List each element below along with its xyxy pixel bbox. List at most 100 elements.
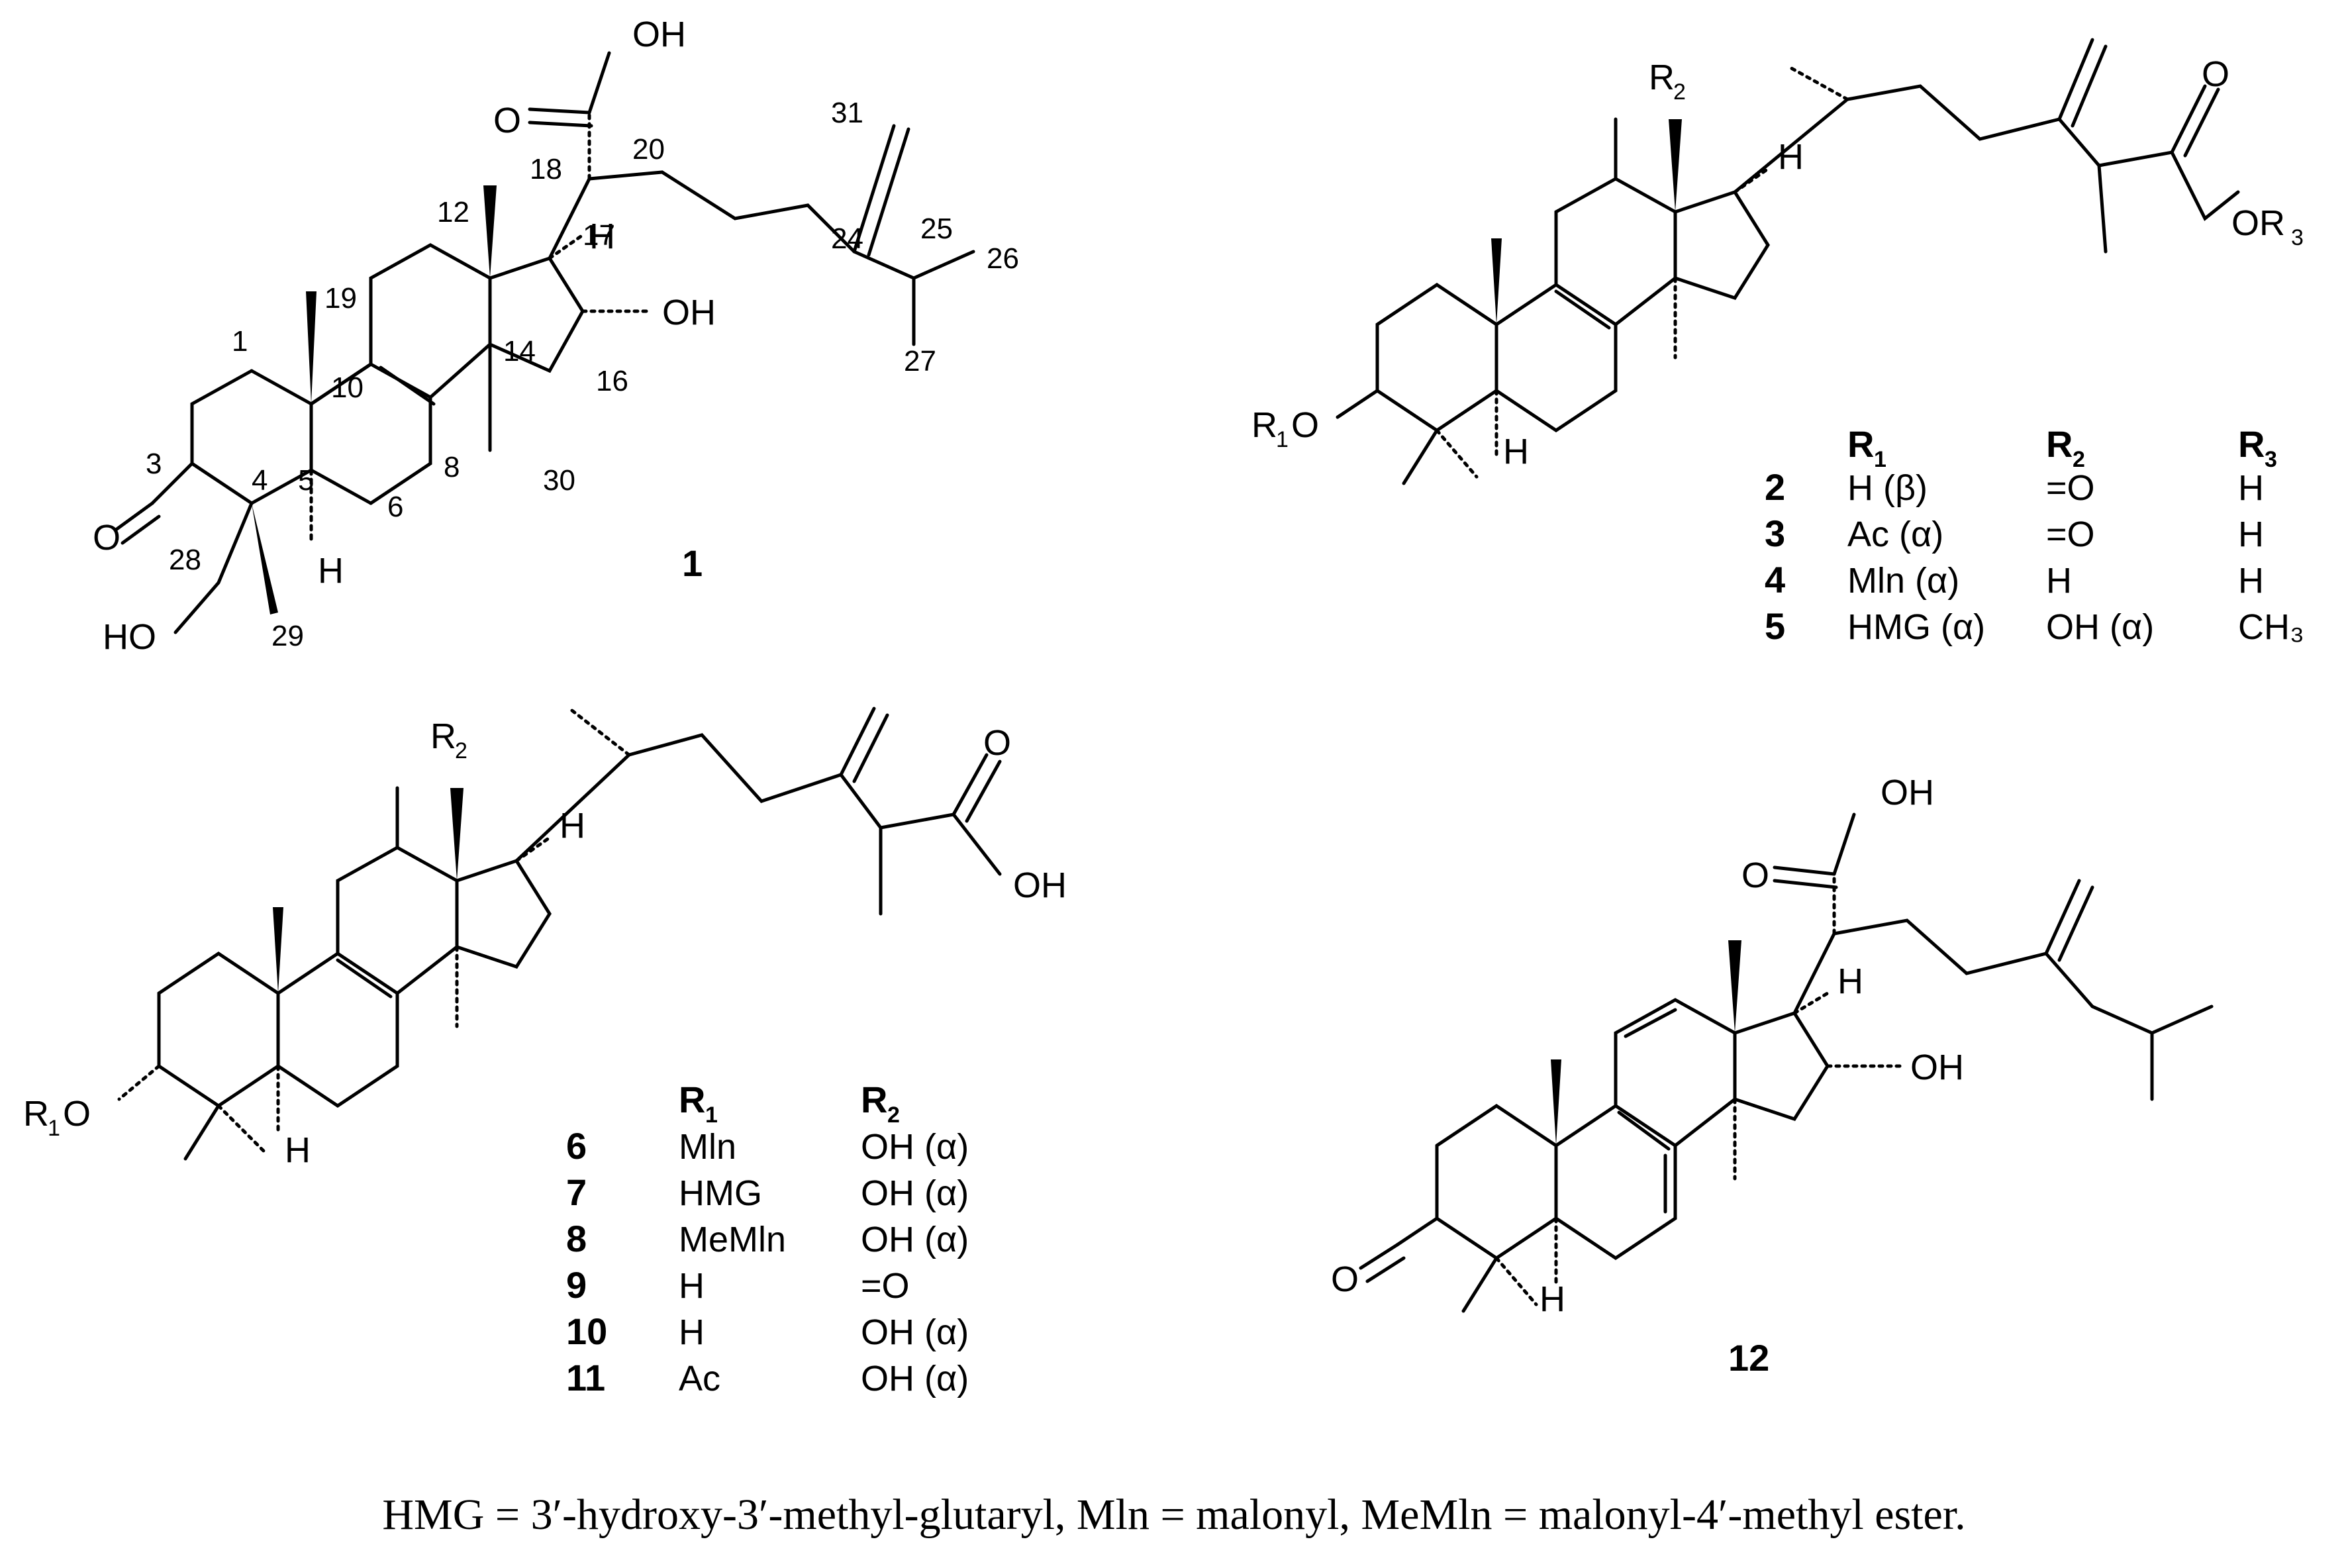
svg-text:30: 30 — [543, 464, 575, 497]
c1-ho-28: HO — [103, 617, 156, 657]
svg-text:3: 3 — [1765, 513, 1785, 554]
svg-text:11: 11 — [566, 1357, 605, 1398]
svg-text:OH (α): OH (α) — [861, 1220, 969, 1259]
svg-text:Mln: Mln — [679, 1127, 736, 1167]
c12-carbonyl-o: O — [1741, 856, 1769, 895]
compound-1-structure — [114, 51, 975, 634]
c2-h-17: H — [1778, 137, 1804, 177]
svg-text:=O: =O — [861, 1266, 910, 1306]
c2-r2: R — [1649, 58, 1675, 97]
svg-text:17: 17 — [583, 219, 615, 252]
c6-h-17: H — [560, 806, 585, 846]
svg-text:6: 6 — [387, 491, 403, 523]
svg-text:5: 5 — [298, 464, 314, 497]
svg-text:7: 7 — [566, 1171, 587, 1213]
svg-text:31: 31 — [831, 97, 863, 129]
svg-text:OH (α): OH (α) — [861, 1312, 969, 1352]
svg-text:2: 2 — [455, 738, 467, 763]
svg-text:H: H — [2238, 561, 2264, 601]
svg-text:MeMln: MeMln — [679, 1220, 786, 1259]
svg-text:2: 2 — [887, 1102, 900, 1128]
svg-text:O: O — [63, 1094, 91, 1134]
svg-text:4: 4 — [1765, 559, 1785, 601]
svg-text:=O: =O — [2046, 468, 2095, 508]
svg-text:OH (α): OH (α) — [861, 1127, 969, 1167]
svg-text:8: 8 — [444, 451, 460, 483]
svg-text:5: 5 — [1765, 605, 1785, 647]
svg-text:Ac: Ac — [679, 1359, 720, 1398]
svg-text:CH₃: CH₃ — [2238, 607, 2304, 647]
c12-h-5: H — [1540, 1279, 1565, 1319]
svg-text:12: 12 — [437, 196, 469, 228]
c12-oh-top: OH — [1881, 773, 1934, 812]
svg-text:1: 1 — [1276, 427, 1289, 452]
c1-oh-16: OH — [662, 293, 716, 332]
svg-text:1: 1 — [232, 325, 248, 358]
c1-h-17: H — [589, 217, 615, 256]
svg-text:O: O — [1291, 405, 1319, 445]
svg-text:1: 1 — [1874, 447, 1886, 472]
svg-text:H: H — [2238, 468, 2264, 508]
svg-text:24: 24 — [831, 222, 863, 255]
svg-text:H: H — [679, 1266, 705, 1306]
svg-text:6: 6 — [566, 1125, 587, 1167]
svg-text:R: R — [679, 1079, 705, 1120]
svg-text:H (β): H (β) — [1847, 468, 1928, 508]
svg-text:10: 10 — [566, 1310, 607, 1352]
compound-6-11-structure — [117, 707, 1002, 1161]
svg-text:25: 25 — [920, 213, 953, 245]
svg-text:H: H — [679, 1312, 705, 1352]
svg-text:18: 18 — [530, 153, 562, 185]
c6-carbonyl-o: O — [983, 723, 1011, 763]
c6-r1o: R — [23, 1094, 49, 1134]
svg-text:20: 20 — [632, 133, 665, 166]
svg-text:1: 1 — [48, 1116, 60, 1141]
c2-carbonyl-o: O — [2202, 54, 2229, 94]
svg-text:Mln (α): Mln (α) — [1847, 561, 1959, 601]
svg-text:4: 4 — [252, 464, 268, 497]
svg-text:OH (α): OH (α) — [861, 1173, 969, 1213]
svg-text:3: 3 — [2291, 225, 2304, 250]
svg-text:H: H — [2238, 514, 2264, 554]
c6-h-5: H — [285, 1130, 311, 1170]
c12-o-3: O — [1331, 1259, 1359, 1299]
svg-text:R: R — [861, 1079, 887, 1120]
svg-text:8: 8 — [566, 1218, 587, 1259]
c12-oh-16: OH — [1910, 1048, 1964, 1087]
compound-2-5-table: R 1 R 2 R 3 2 H (β) =O H 3 Ac (α) =O H 4… — [1765, 423, 2304, 647]
svg-text:H: H — [2046, 561, 2072, 601]
compound-12-structure — [1359, 812, 2214, 1313]
svg-text:16: 16 — [596, 365, 628, 397]
compound-1-label: 1 — [682, 542, 703, 584]
c1-oh-top: OH — [632, 15, 686, 54]
svg-text:1: 1 — [705, 1102, 718, 1128]
svg-text:2: 2 — [1673, 79, 1686, 105]
c6-r2: R — [430, 716, 456, 756]
abbreviation-caption: HMG = 3′-hydroxy-3′-methyl-glutaryl, Mln… — [382, 1491, 1966, 1539]
c1-h-5: H — [318, 551, 344, 591]
svg-text:9: 9 — [566, 1264, 587, 1306]
svg-text:19: 19 — [324, 282, 357, 315]
svg-text:26: 26 — [987, 242, 1019, 275]
compound-6-11-table: R 1 R 2 6 Mln OH (α) 7 HMG OH (α) 8 MeMl… — [566, 1079, 969, 1398]
svg-text:HMG: HMG — [679, 1173, 762, 1213]
c2-h-5: H — [1503, 432, 1529, 471]
svg-text:14: 14 — [503, 335, 536, 368]
svg-text:10: 10 — [331, 371, 364, 404]
svg-text:R: R — [1847, 423, 1874, 465]
svg-text:3: 3 — [2265, 447, 2277, 472]
c6-oh-acid: OH — [1013, 865, 1067, 905]
svg-text:HMG (α): HMG (α) — [1847, 607, 1985, 647]
svg-text:28: 28 — [169, 544, 201, 576]
c12-h-17: H — [1837, 961, 1863, 1001]
svg-text:2: 2 — [2073, 447, 2085, 472]
svg-text:29: 29 — [271, 620, 304, 652]
svg-text:OH (α): OH (α) — [2046, 607, 2154, 647]
svg-text:2: 2 — [1765, 466, 1785, 508]
svg-text:OH (α): OH (α) — [861, 1359, 969, 1398]
svg-text:3: 3 — [146, 448, 162, 480]
compound-1-carbon-numbers: 31 20 18 12 17 25 24 26 19 1 14 16 27 10… — [146, 97, 1019, 652]
c2-r1o: R — [1251, 405, 1277, 445]
svg-text:R: R — [2046, 423, 2073, 465]
